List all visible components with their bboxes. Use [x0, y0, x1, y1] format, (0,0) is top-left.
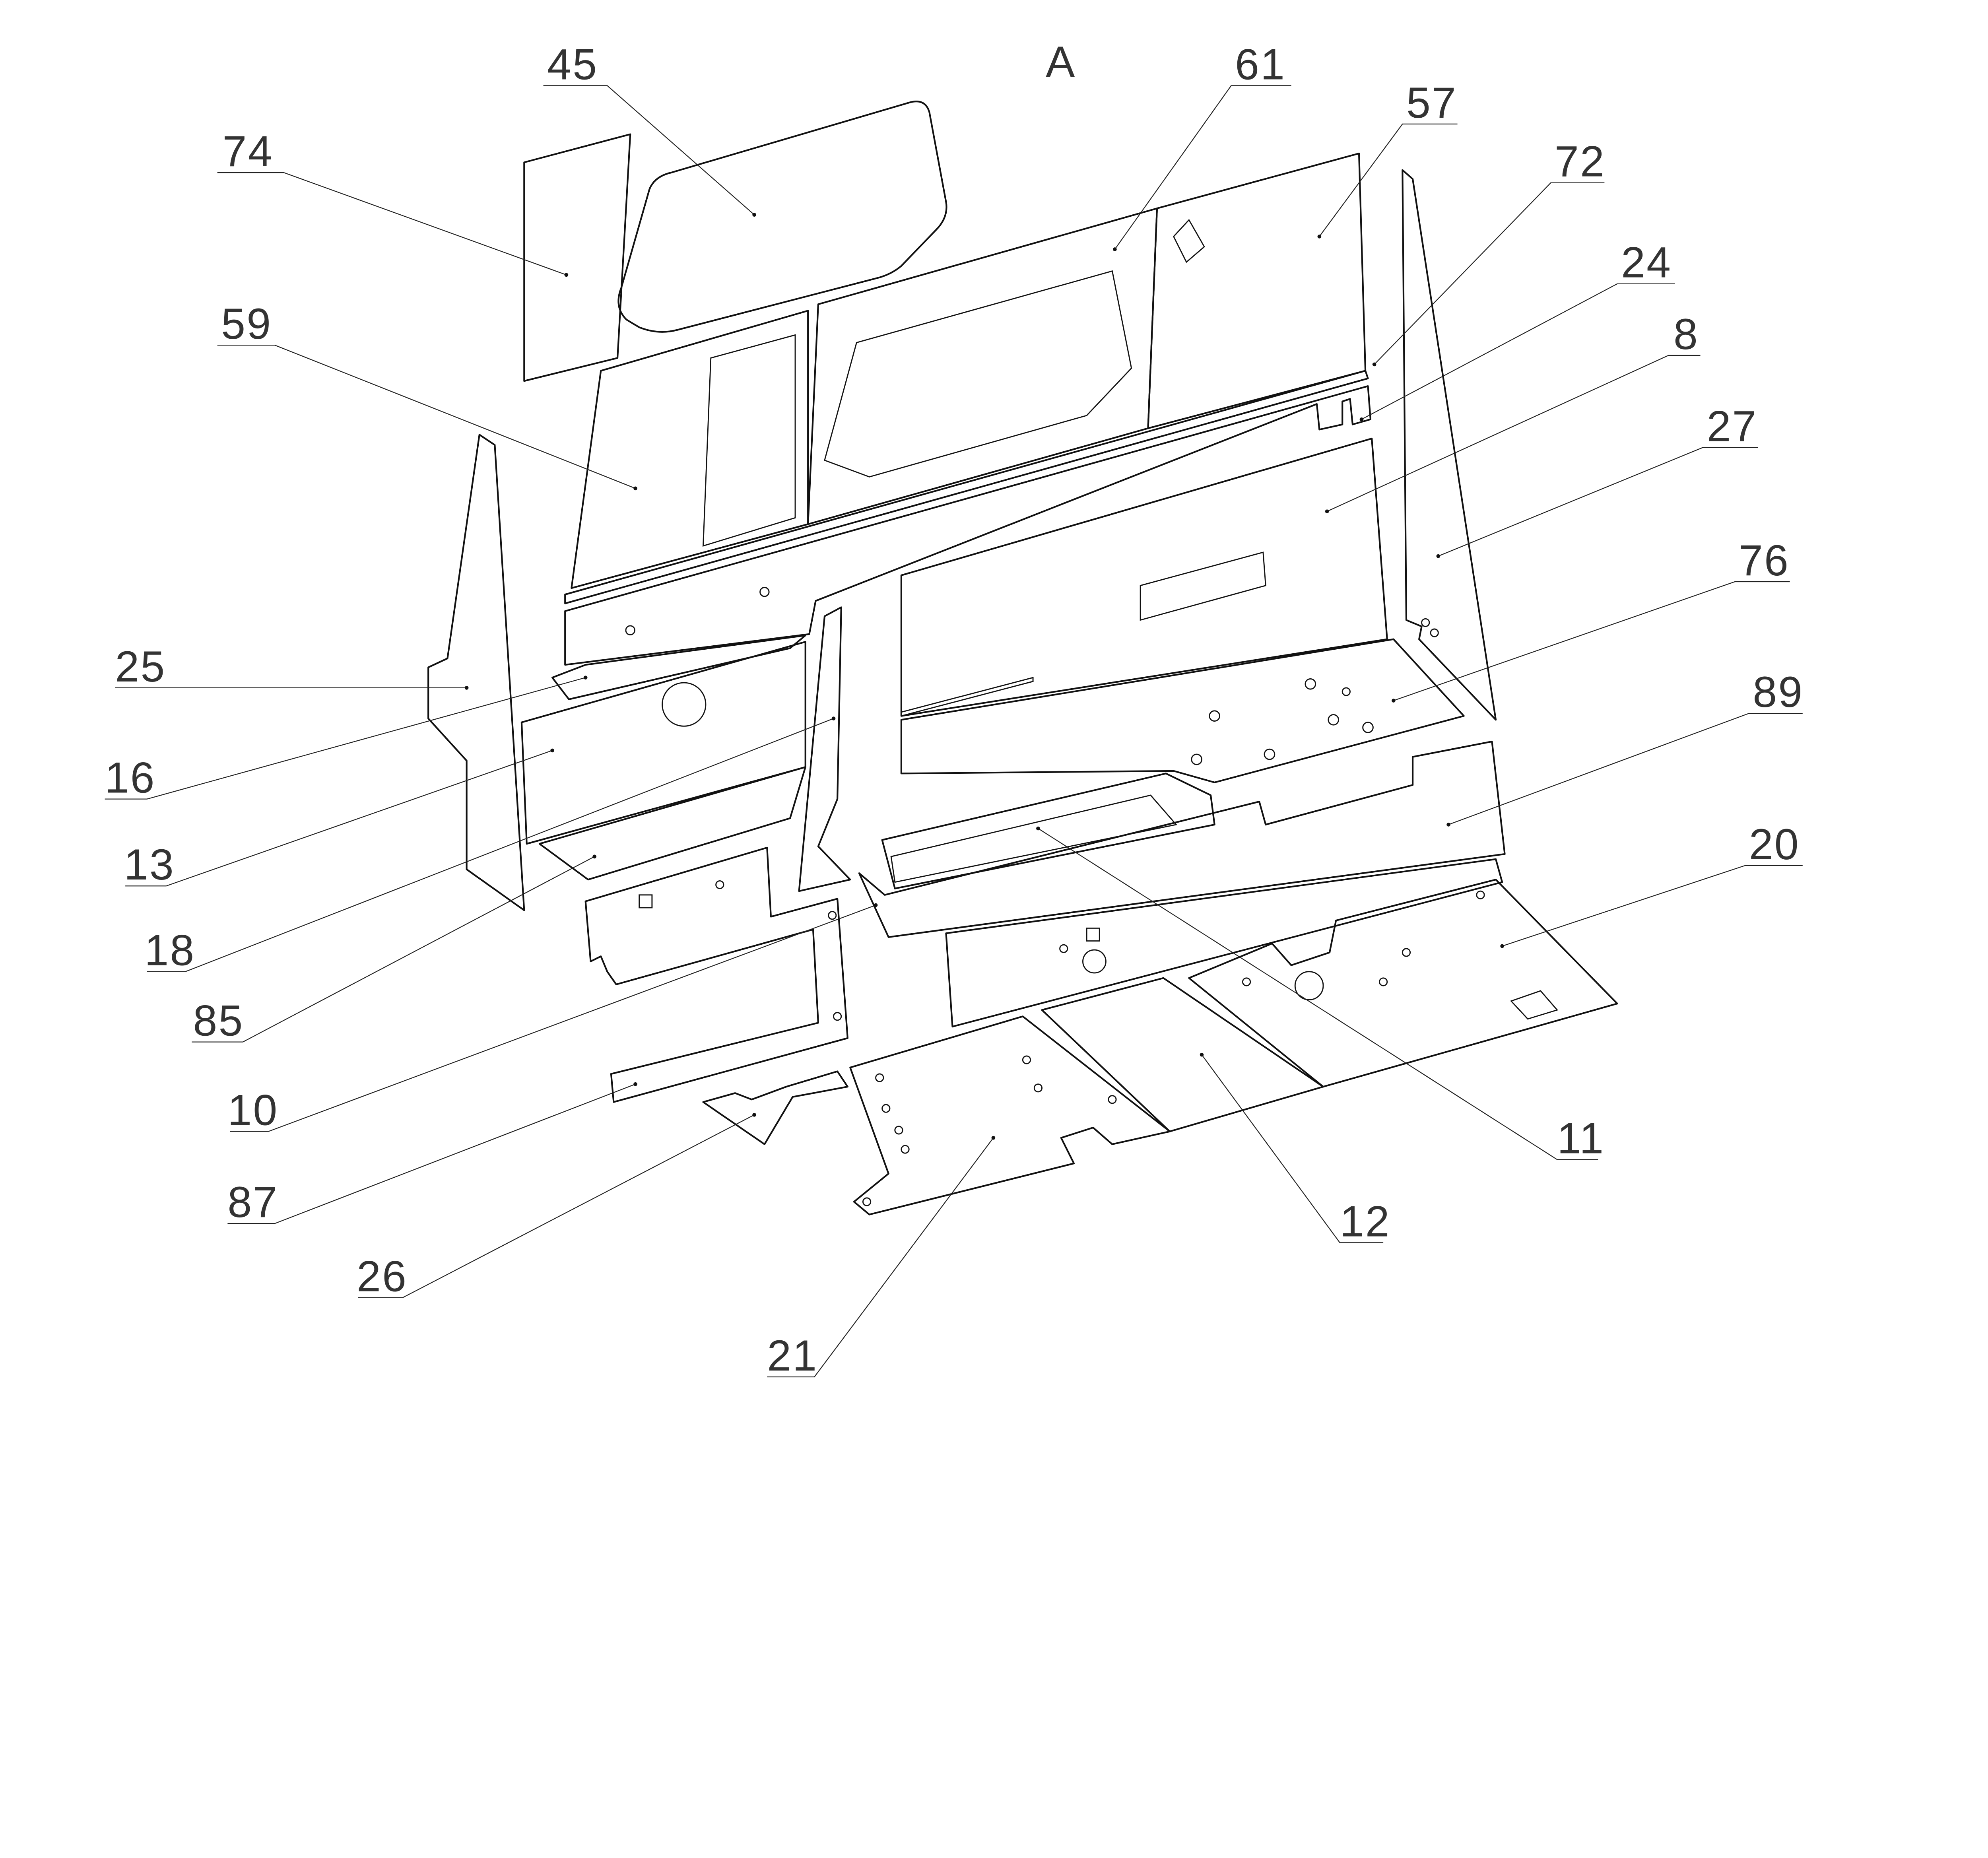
part-20-plate	[1188, 879, 1618, 1088]
part-59-cutout	[702, 334, 796, 547]
callout-8: 8	[1673, 310, 1699, 359]
callout-24: 24	[1621, 239, 1672, 287]
parts	[427, 101, 1618, 1215]
part-10-plate	[584, 846, 848, 1103]
part-59-panel	[571, 310, 809, 589]
hole	[828, 911, 837, 920]
part-61-panel	[807, 208, 1158, 525]
part-24-rail	[564, 385, 1372, 666]
part-89-bracket	[858, 740, 1506, 938]
part-76-holes	[1191, 678, 1374, 765]
hole	[1082, 949, 1107, 974]
part-8-cutout	[1140, 551, 1266, 621]
callout-61: 61	[1235, 40, 1286, 89]
callout-25: 25	[115, 643, 166, 691]
hole	[625, 625, 635, 635]
callout-87: 87	[227, 1178, 278, 1227]
callout-11: 11	[1557, 1114, 1605, 1163]
part-45-window	[617, 101, 947, 333]
part-26-bracket	[702, 1070, 848, 1145]
callout-74: 74	[222, 127, 273, 176]
callout-labels: A 74 45 61 57 72 24 8 59 27 76 25 89 16 …	[105, 38, 1804, 1380]
slot	[639, 894, 653, 909]
callout-20: 20	[1749, 820, 1800, 869]
hole	[759, 587, 770, 597]
callout-72: 72	[1555, 138, 1606, 186]
part-18-post	[798, 606, 851, 892]
callout-89: 89	[1753, 668, 1804, 716]
part-61-window	[824, 270, 1132, 478]
hole	[1430, 628, 1439, 637]
part-57-cutout	[1173, 219, 1205, 263]
callout-76: 76	[1739, 536, 1790, 585]
hole	[1379, 977, 1388, 986]
part-21-holes	[862, 1055, 1117, 1206]
view-label: A	[1046, 38, 1076, 86]
hole	[1421, 618, 1430, 627]
callout-26: 26	[357, 1252, 408, 1301]
hole	[1402, 948, 1411, 957]
part-27-side-panel	[1402, 169, 1497, 721]
hole	[1059, 944, 1068, 953]
slot	[1086, 927, 1100, 942]
callout-16: 16	[105, 754, 156, 802]
callout-18: 18	[144, 926, 195, 975]
part-20-cutout	[1510, 990, 1558, 1020]
callout-13: 13	[124, 841, 175, 889]
part-11-tray	[881, 773, 1215, 889]
part-72-strip	[564, 370, 1369, 604]
part-74-panel	[523, 133, 631, 382]
part-21-plate	[849, 1015, 1171, 1215]
part-8-panel	[900, 437, 1388, 717]
hole	[1242, 977, 1251, 986]
callout-59: 59	[221, 300, 272, 348]
hole	[833, 1012, 842, 1021]
part-16-strip	[551, 634, 806, 700]
callout-45: 45	[547, 40, 598, 89]
part-76-plate	[900, 638, 1465, 783]
callout-21: 21	[767, 1332, 818, 1380]
part-85-strip	[538, 766, 806, 881]
part-89-lower-plate	[945, 858, 1503, 1028]
part-8-slot	[901, 677, 1034, 717]
callout-85: 85	[193, 996, 244, 1045]
callout-27: 27	[1707, 402, 1758, 450]
part-20-hole	[1294, 971, 1324, 1000]
callout-12: 12	[1340, 1197, 1391, 1246]
part-13-panel	[520, 641, 806, 845]
hole	[1476, 890, 1485, 899]
part-11-inner	[890, 794, 1177, 883]
callout-10: 10	[227, 1086, 278, 1135]
part-25-side-panel	[427, 434, 525, 911]
part-57-panel	[1147, 152, 1367, 429]
part-12-plate	[1041, 977, 1324, 1132]
callout-57: 57	[1406, 79, 1457, 127]
hole	[715, 880, 724, 889]
part-13-hole	[662, 682, 707, 727]
exploded-assembly-drawing: A 74 45 61 57 72 24 8 59 27 76 25 89 16 …	[105, 38, 1804, 1380]
callout-leaders	[105, 85, 1803, 1378]
